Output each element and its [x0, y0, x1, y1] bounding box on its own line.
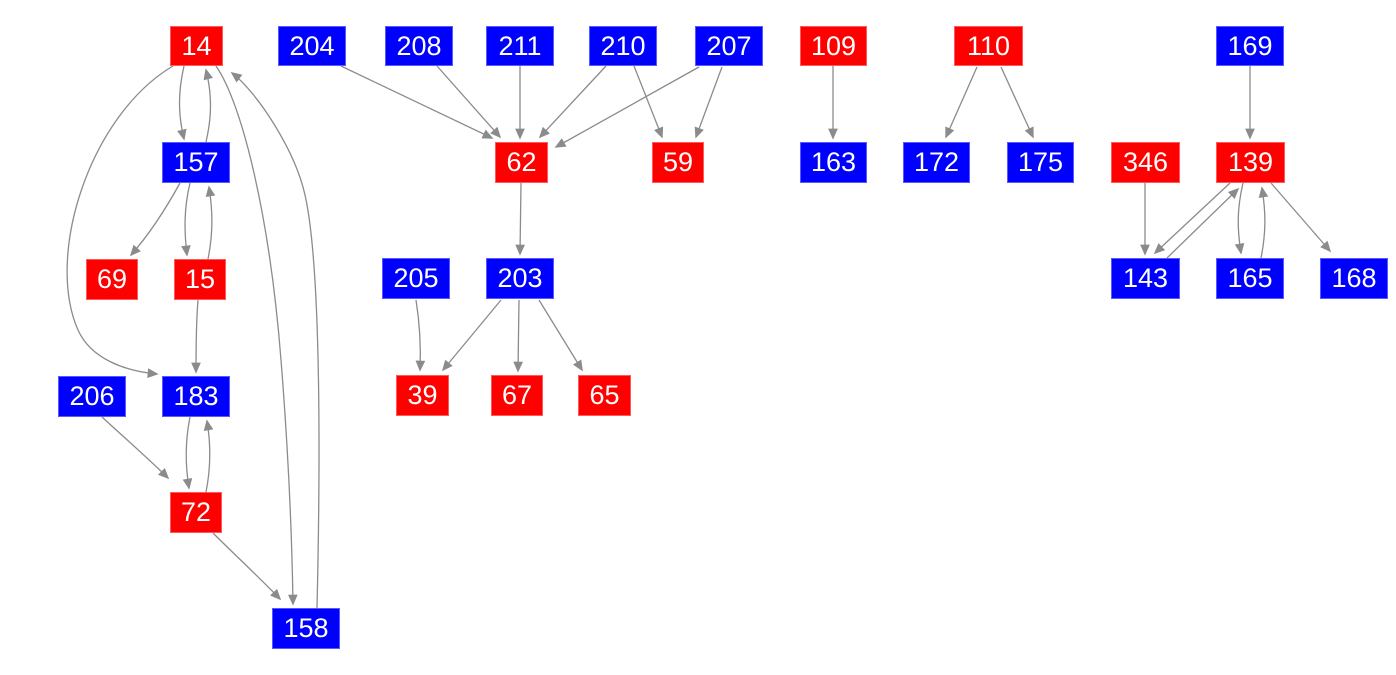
node-210: 210 [589, 26, 657, 66]
edge-139-143 [1153, 182, 1231, 255]
edge-157-69 [129, 182, 181, 257]
edge-110-172 [945, 66, 978, 139]
node-208: 208 [385, 26, 453, 66]
node-139: 139 [1216, 142, 1285, 183]
node-165: 165 [1216, 258, 1284, 299]
node-59: 59 [652, 142, 704, 183]
edge-group [66, 65, 1332, 609]
edge-72-183 [203, 419, 214, 493]
edge-157-15 [181, 182, 191, 257]
edge-208-62 [436, 65, 502, 139]
node-207: 207 [695, 26, 763, 66]
edge-157-14 [203, 68, 213, 143]
edge-210-62 [538, 65, 607, 139]
edge-143-139 [1166, 187, 1240, 259]
edge-210-59 [633, 65, 664, 139]
node-158: 158 [272, 608, 340, 649]
node-168: 168 [1320, 258, 1388, 299]
edge-139-168 [1270, 182, 1332, 253]
node-204: 204 [278, 26, 346, 66]
node-183: 183 [162, 376, 230, 417]
edge-183-72 [182, 416, 193, 490]
edge-203-65 [538, 299, 583, 372]
edge-204-62 [340, 65, 494, 139]
node-14: 14 [170, 26, 223, 66]
node-110: 110 [954, 26, 1023, 66]
edge-206-72 [101, 416, 170, 480]
node-62: 62 [495, 142, 548, 183]
edge-139-165 [1234, 182, 1245, 255]
edge-14-183 [66, 65, 174, 378]
edge-110-175 [1000, 66, 1034, 139]
node-346: 346 [1111, 142, 1180, 183]
edge-203-67 [513, 299, 523, 373]
node-169: 169 [1216, 26, 1284, 66]
edge-158-14 [230, 72, 320, 609]
node-157: 157 [162, 142, 230, 183]
node-175: 175 [1007, 142, 1074, 183]
node-205: 205 [382, 258, 450, 299]
edge-15-157 [205, 185, 216, 260]
edge-165-139 [1258, 186, 1269, 259]
edge-15-183 [191, 299, 201, 374]
node-109: 109 [800, 26, 867, 66]
node-72: 72 [170, 492, 222, 533]
node-211: 211 [486, 26, 554, 66]
node-163: 163 [800, 142, 867, 183]
edge-72-158 [212, 532, 282, 601]
node-143: 143 [1111, 258, 1180, 299]
node-203: 203 [486, 258, 554, 299]
edge-62-203 [515, 182, 525, 256]
edge-14-157 [177, 65, 187, 141]
edge-205-39 [415, 299, 426, 372]
node-172: 172 [903, 142, 970, 183]
node-206: 206 [58, 376, 126, 417]
edge-207-62 [554, 66, 700, 148]
node-65: 65 [578, 375, 631, 416]
edge-203-39 [441, 299, 502, 372]
edge-207-59 [694, 66, 723, 139]
node-69: 69 [86, 259, 138, 300]
node-39: 39 [396, 375, 449, 416]
node-67: 67 [491, 375, 543, 416]
edge-14-158 [215, 65, 298, 606]
node-15: 15 [174, 259, 226, 300]
